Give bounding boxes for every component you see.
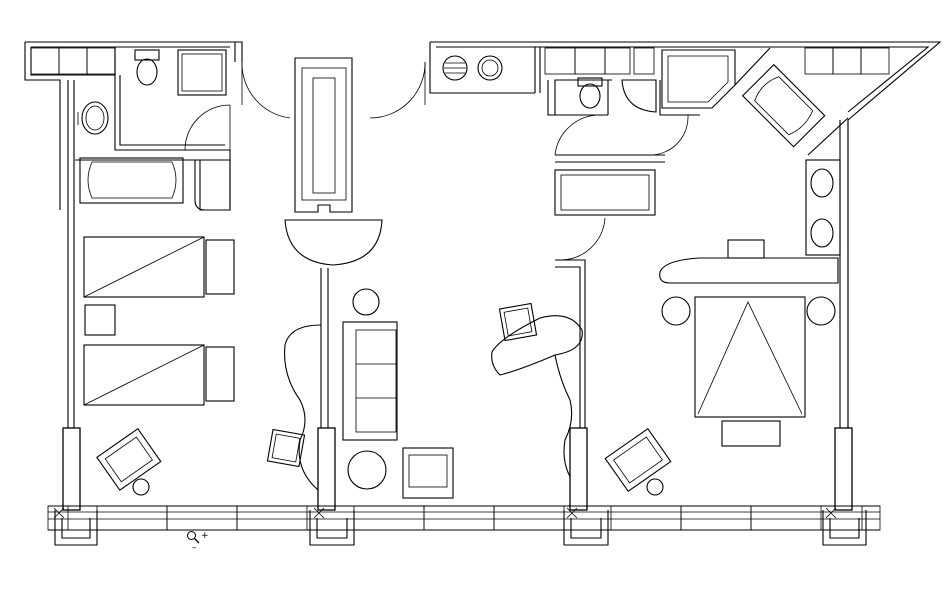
left-bedroom-furniture [83, 236, 235, 496]
magnifier-icon [187, 531, 200, 544]
curtain-wall-facade [47, 505, 881, 546]
window-panels-top-right [544, 47, 890, 75]
right-bedroom-furniture [491, 239, 839, 496]
central-closet [294, 57, 353, 213]
right-suite-walls [534, 47, 700, 490]
zoom-control[interactable]: + – [186, 530, 214, 554]
left-bathroom [75, 47, 231, 211]
right-bathroom [442, 47, 849, 256]
living-room-furniture [266, 219, 454, 499]
zoom-out-label[interactable]: – [192, 543, 197, 553]
window-panels-top-left [30, 47, 116, 75]
zoom-in-label[interactable]: + [201, 531, 209, 541]
entry-doors [241, 61, 426, 119]
structural-columns [62, 427, 853, 511]
exterior-walls [24, 41, 942, 510]
